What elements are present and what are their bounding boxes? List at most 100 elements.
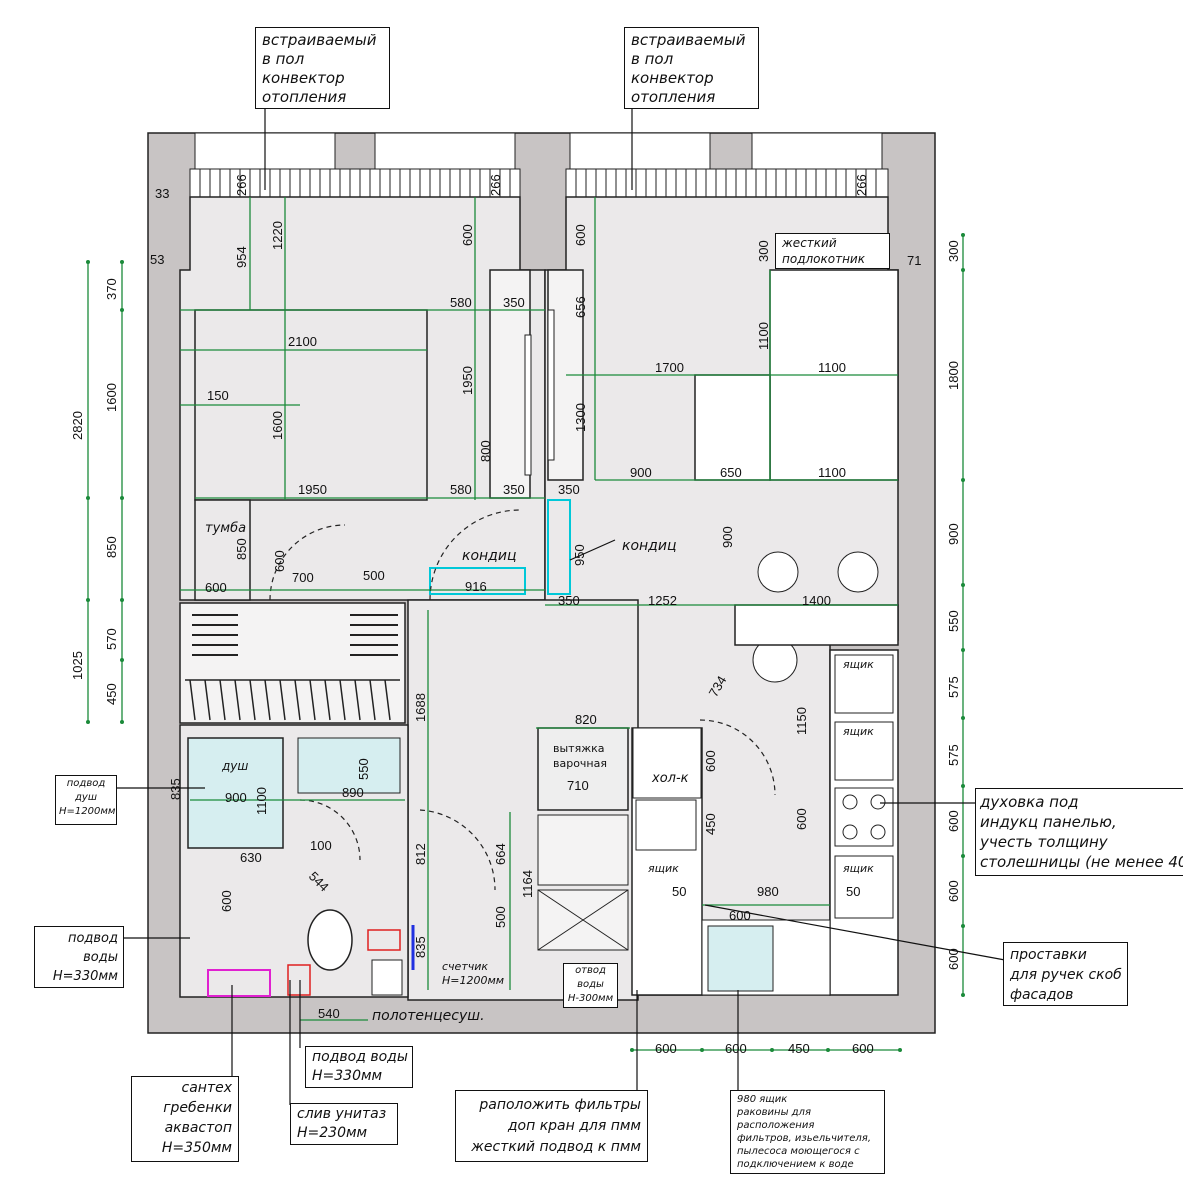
- dim-bottom: 600: [725, 1041, 747, 1056]
- dim-living: 1100: [818, 360, 846, 375]
- dim-living: 900: [720, 526, 735, 548]
- dim-living: 650: [720, 465, 742, 480]
- dim-left-outer: 2820: [70, 411, 85, 440]
- dim-bedroom: 600: [272, 550, 287, 572]
- dim-bedroom: 1950: [298, 482, 327, 497]
- dim-bottom: 600: [655, 1041, 677, 1056]
- dim-bottom: 450: [788, 1041, 810, 1056]
- dim-living: 350: [558, 482, 580, 497]
- dim-left-outer: 1025: [70, 651, 85, 680]
- dim-living: 300: [756, 240, 771, 262]
- ac-unit-left: [429, 567, 526, 595]
- dim-living: 600: [573, 224, 588, 246]
- dim-bedroom: 266: [234, 174, 249, 196]
- window-left-2: [374, 132, 516, 170]
- hood-label: вытяжка: [553, 742, 605, 755]
- dim-bath: 630: [240, 850, 262, 865]
- nightstand-label: тумба: [205, 521, 246, 536]
- dim-hall: 664: [493, 843, 508, 865]
- dim-bedroom: 1950: [460, 366, 475, 395]
- dim-right: 600: [946, 880, 961, 902]
- cooktop: [834, 787, 894, 847]
- hood: [537, 727, 629, 811]
- dim-bath: 600: [219, 890, 234, 912]
- fridge: [632, 727, 702, 799]
- dim-hall: 600: [703, 750, 718, 772]
- dim-bedroom: 1220: [270, 221, 285, 250]
- washbasin: [297, 737, 401, 794]
- dim-bath: 835: [168, 778, 183, 800]
- sanitary-combs: [207, 969, 271, 997]
- dim-right: 550: [946, 610, 961, 632]
- dim-right: 300: [946, 240, 961, 262]
- chair: [837, 551, 879, 593]
- dim-bedroom: 600: [460, 224, 475, 246]
- drawer-label: ящик: [843, 725, 874, 738]
- dim-bedroom: 954: [234, 246, 249, 268]
- dim-bath: 1100: [254, 787, 269, 815]
- dim-left-inner: 570: [104, 628, 119, 650]
- sofa-seat: [694, 374, 771, 481]
- dim-hall: 820: [575, 712, 597, 727]
- fridge-label: хол-к: [651, 771, 689, 786]
- dim-bedroom: 33: [155, 186, 169, 201]
- dim-bedroom: 2100: [288, 334, 317, 349]
- convector-left: [189, 168, 521, 198]
- dim-hall: 50: [846, 884, 860, 899]
- dim-living: 1300: [573, 403, 588, 432]
- dim-right: 600: [946, 948, 961, 970]
- dim-living: 1100: [756, 322, 771, 350]
- dim-left-inner: 370: [104, 278, 119, 300]
- dim-bedroom: 580: [450, 482, 472, 497]
- dim-right: 575: [946, 744, 961, 766]
- dim-bath: 890: [342, 785, 364, 800]
- dim-bedroom: 266: [488, 174, 503, 196]
- towel-dryer-label: полотенцесуш.: [372, 1008, 485, 1024]
- dining-table: [734, 604, 899, 646]
- dim-bedroom: 350: [503, 482, 525, 497]
- dim-right: 900: [946, 523, 961, 545]
- dim-living: 1400: [802, 593, 831, 608]
- dim-hall: 812: [413, 843, 428, 865]
- dim-bedroom: 800: [478, 440, 493, 462]
- dim-bedroom: 600: [205, 580, 227, 595]
- dim-bath: 100: [310, 838, 332, 853]
- dim-living: 900: [630, 465, 652, 480]
- drawer-label: ящик: [843, 658, 874, 671]
- dim-hall: 980: [757, 884, 779, 899]
- dim-bedroom: 850: [234, 538, 249, 560]
- dim-hall: 1150: [794, 707, 809, 735]
- dim-hall: 500: [493, 906, 508, 928]
- dim-hall: 1164: [520, 870, 535, 898]
- ac-label: кондиц: [622, 538, 676, 554]
- dim-bedroom: 700: [292, 570, 314, 585]
- dim-right: 600: [946, 810, 961, 832]
- dim-bedroom: 1600: [270, 411, 285, 440]
- dim-living: 1100: [818, 465, 846, 480]
- dim-living: 350: [558, 593, 580, 608]
- dim-bedroom: 580: [450, 295, 472, 310]
- dim-living: 656: [573, 296, 588, 318]
- toilet: [307, 909, 353, 971]
- shower: [187, 737, 284, 849]
- dim-hall: 835: [413, 936, 428, 958]
- dim-hall: 1688: [413, 693, 428, 722]
- dim-bedroom: 150: [207, 388, 229, 403]
- dim-living: 71: [907, 253, 921, 268]
- dimension-labels: 2820 1025 370 1600 850 570 450 300 1800 …: [70, 174, 961, 1056]
- dim-right: 1800: [946, 361, 961, 390]
- dim-bath: 550: [356, 758, 371, 780]
- dim-living: 266: [854, 174, 869, 196]
- window-right-2: [751, 132, 883, 170]
- dim-bedroom: 350: [503, 295, 525, 310]
- dim-left-inner: 450: [104, 683, 119, 705]
